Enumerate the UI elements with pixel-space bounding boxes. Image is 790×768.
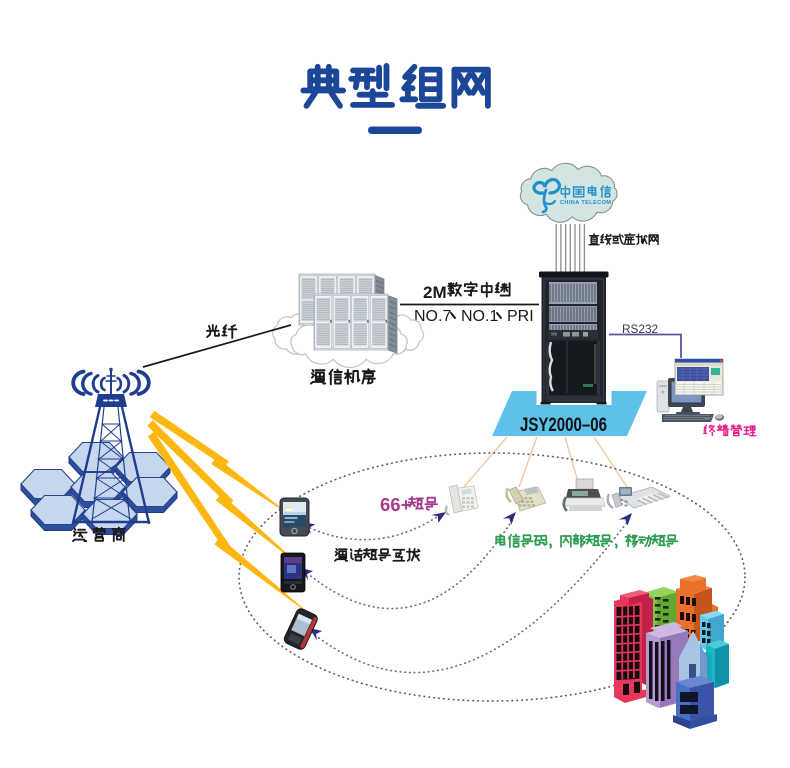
svg-text:NO.1: NO.1	[461, 308, 498, 325]
svg-text:PRI: PRI	[507, 308, 534, 325]
svg-text:NO.7: NO.7	[414, 308, 451, 325]
svg-text:CHINA TELECOM: CHINA TELECOM	[560, 200, 611, 206]
svg-text:RS232: RS232	[622, 322, 658, 336]
svg-text:JSY2000–06: JSY2000–06	[520, 414, 607, 436]
svg-text:2M: 2M	[423, 283, 447, 302]
svg-text:66+: 66+	[380, 494, 412, 515]
